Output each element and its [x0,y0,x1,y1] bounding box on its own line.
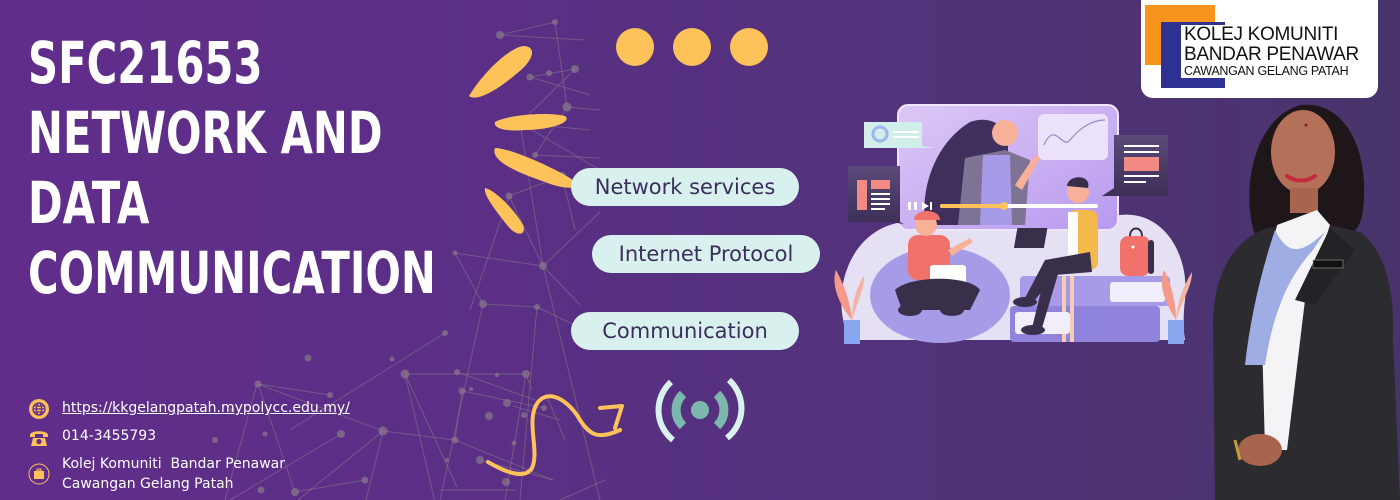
lecturer-portrait [1213,104,1400,500]
dot [673,28,711,66]
logo-line-2: BANDAR PENAWAR [1184,44,1359,65]
address-line-2: Cawangan Gelang Patah [62,476,234,492]
contact-info: https://kkgelangpatah.mypolycc.edu.my/ 0… [28,398,350,500]
contact-phone: 014-3455793 [28,426,350,448]
website-link[interactable]: https://kkgelangpatah.mypolycc.edu.my/ [62,400,350,416]
course-title: SFC21653 NETWORK AND DATA COMMUNICATION [28,28,436,308]
broadcast-signal-icon [655,377,745,443]
logo-line-1: KOLEJ KOMUNITI [1184,24,1339,45]
three-dots-icon [616,28,768,66]
dot [730,28,768,66]
dot [616,28,654,66]
college-logo: KOLEJ KOMUNITI BANDAR PENAWAR CAWANGAN G… [1141,0,1378,98]
topic-label: Network services [594,175,776,199]
globe-icon [29,399,49,419]
course-code: SFC21653 [28,29,263,97]
logo-line-3: CAWANGAN GELANG PATAH [1184,64,1349,78]
logo-text: KOLEJ KOMUNITI BANDAR PENAWAR CAWANGAN G… [1181,25,1377,78]
topic-label: Internet Protocol [618,242,794,266]
online-learning-illustration [834,104,1192,344]
briefcase-icon [28,463,50,485]
phone-number: 014-3455793 [62,428,157,444]
topic-label: Communication [602,319,768,343]
contact-website: https://kkgelangpatah.mypolycc.edu.my/ [28,398,350,420]
topic-pill-network-services: Network services [571,168,799,206]
course-title-line-3: COMMUNICATION [28,239,436,307]
contact-address: Kolej Komuniti Bandar Penawar Cawangan G… [28,454,350,494]
telephone-icon [30,431,48,446]
course-title-line-2: DATA [28,169,150,237]
squiggle-arrow-icon [486,394,624,477]
address-line-1: Kolej Komuniti Bandar Penawar [62,456,286,472]
topic-pill-internet-protocol: Internet Protocol [592,235,820,273]
topic-pill-communication: Communication [571,312,799,350]
brush-strokes-decoration [469,46,576,234]
course-title-line-1: NETWORK AND [28,99,383,167]
